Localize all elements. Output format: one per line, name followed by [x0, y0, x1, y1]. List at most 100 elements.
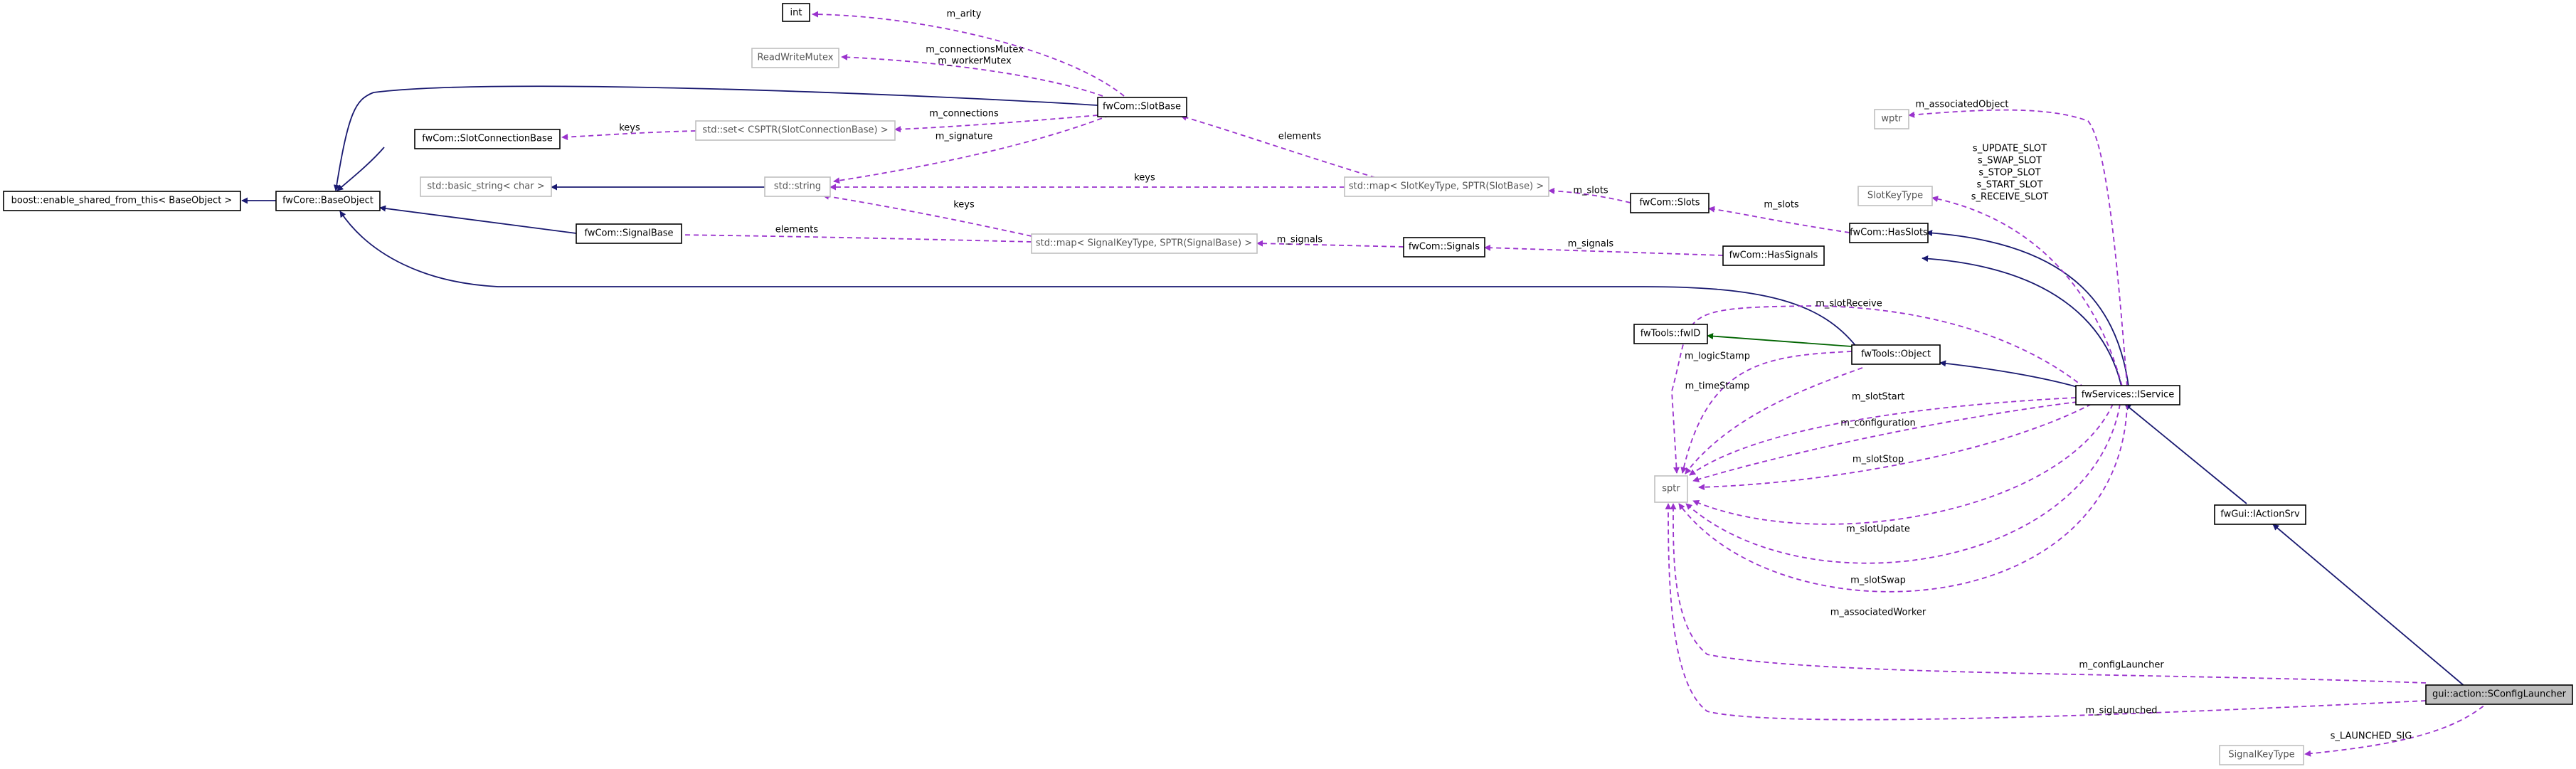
node-boost-enable-shared[interactable]: boost::enable_shared_from_this< BaseObje…: [3, 191, 241, 211]
edge-object-sptr-time: [1685, 367, 1863, 474]
label-m-slot-stop: m_slotStop: [1853, 455, 1904, 465]
label-s-swap-slot: s_SWAP_SLOT: [1978, 156, 2042, 166]
svg-text:int: int: [790, 8, 802, 18]
svg-text:fwCom::HasSignals: fwCom::HasSignals: [1729, 250, 1818, 261]
node-signal-base[interactable]: fwCom::SignalBase: [576, 223, 682, 244]
node-signals[interactable]: fwCom::Signals: [1403, 237, 1485, 258]
node-map-signal[interactable]: std::map< SignalKeyType, SPTR(SignalBase…: [1031, 233, 1258, 254]
edge-slotconnbase-to-baseobject: [336, 147, 385, 191]
node-iservice[interactable]: fwServices::IService: [2075, 385, 2180, 405]
label-m-time-stamp: m_timeStamp: [1685, 381, 1750, 392]
edge-iservice-to-hassignals: [1922, 255, 2122, 387]
edge-iservice-to-object: [1939, 360, 2078, 388]
edge-hasslots-slots: [1708, 206, 1850, 233]
edge-mapslot-slotbase: [1180, 115, 1384, 181]
label-mutex-1: m_connectionsMutex: [926, 45, 1024, 55]
label-m-sig-launched: m_sigLaunched: [2085, 706, 2157, 716]
svg-text:gui::action::SConfigLauncher: gui::action::SConfigLauncher: [2432, 689, 2567, 700]
node-signal-key-type[interactable]: SignalKeyType: [2219, 745, 2304, 765]
node-iaction-srv[interactable]: fwGui::IActionSrv: [2214, 504, 2306, 525]
svg-text:boost::enable_shared_from_this: boost::enable_shared_from_this< BaseObje…: [11, 196, 233, 206]
svg-text:fwCom::SlotBase: fwCom::SlotBase: [1103, 102, 1181, 112]
label-m-slots-2: m_slots: [1764, 200, 1799, 211]
node-std-set[interactable]: std::set< CSPTR(SlotConnectionBase) >: [695, 120, 896, 141]
edge-iservice-sptr-update: [1692, 403, 2114, 525]
edge-launcher-sptr-config: [1670, 503, 2427, 684]
label-m-connections: m_connections: [929, 109, 999, 120]
label-m-signals-1: m_signals: [1277, 235, 1323, 245]
node-std-string[interactable]: std::string: [764, 176, 831, 197]
svg-text:fwGui::IActionSrv: fwGui::IActionSrv: [2220, 509, 2300, 520]
svg-text:fwServices::IService: fwServices::IService: [2082, 390, 2174, 401]
edge-object-sptr-logic: [1680, 351, 1853, 474]
label-s-launched-sig: s_LAUNCHED_SIG: [2331, 731, 2412, 742]
node-slots[interactable]: fwCom::Slots: [1630, 193, 1710, 213]
edge-mapsignal-signalbase: [675, 231, 1032, 243]
label-m-slot-swap: m_slotSwap: [1850, 576, 1906, 586]
label-m-arity: m_arity: [947, 9, 982, 20]
edge-set-usage: [894, 115, 1098, 133]
svg-text:ReadWriteMutex: ReadWriteMutex: [757, 53, 833, 63]
node-sconfig-launcher[interactable]: gui::action::SConfigLauncher: [2425, 684, 2573, 705]
label-elements-slot: elements: [1278, 132, 1322, 142]
label-m-config-launcher: m_configLauncher: [2079, 660, 2164, 671]
svg-text:fwTools::Object: fwTools::Object: [1861, 349, 1931, 360]
edge-int-usage: [812, 11, 1125, 97]
svg-text:std::map< SignalKeyType, SPTR(: std::map< SignalKeyType, SPTR(SignalBase…: [1036, 238, 1252, 249]
edge-iservice-sptr-worker: [1678, 403, 2128, 593]
label-m-slot-update: m_slotUpdate: [1846, 524, 1910, 535]
node-slot-base[interactable]: fwCom::SlotBase: [1097, 97, 1187, 117]
svg-text:fwCore::BaseObject: fwCore::BaseObject: [282, 196, 373, 206]
svg-text:SignalKeyType: SignalKeyType: [2228, 750, 2294, 760]
node-object[interactable]: fwTools::Object: [1851, 344, 1941, 365]
svg-text:fwTools::fwID: fwTools::fwID: [1641, 329, 1701, 339]
svg-text:sptr: sptr: [1662, 484, 1680, 494]
edge-iservice-sptr-config: [1692, 401, 2078, 482]
label-m-signals-2: m_signals: [1568, 239, 1614, 250]
node-basic-string[interactable]: std::basic_string< char >: [420, 176, 552, 197]
svg-text:fwCom::Signals: fwCom::Signals: [1409, 242, 1480, 253]
label-m-logic-stamp: m_logicStamp: [1685, 351, 1750, 362]
svg-text:SlotKeyType: SlotKeyType: [1867, 191, 1923, 201]
edge-iservice-wptr: [1908, 109, 2128, 387]
label-m-associated-worker: m_associatedWorker: [1830, 608, 1926, 618]
edge-signalbase-to-baseobject: [379, 205, 577, 234]
label-m-slot-start: m_slotStart: [1852, 392, 1904, 403]
edge-mapsignal-string: [822, 193, 1032, 237]
svg-text:std::string: std::string: [774, 181, 821, 192]
edge-iservice-slotkeytype: [1931, 196, 2123, 387]
edge-labels: m_arity m_connectionsMutex m_workerMutex…: [619, 9, 2412, 742]
svg-text:fwCom::HasSlots: fwCom::HasSlots: [1850, 228, 1928, 238]
edge-iservice-sptr-swap: [1685, 403, 2121, 564]
node-slot-connection-base[interactable]: fwCom::SlotConnectionBase: [414, 129, 561, 149]
label-s-update-slot: s_UPDATE_SLOT: [1973, 144, 2047, 154]
nodes: int ReadWriteMutex std::set< CSPTR(SlotC…: [3, 3, 2573, 765]
node-fwid[interactable]: fwTools::fwID: [1633, 324, 1708, 344]
label-m-slots-1: m_slots: [1573, 186, 1608, 196]
edge-iservice-to-hasslots: [1926, 230, 2129, 387]
edge-sconfiglauncher-to-iactionsrv: [2272, 524, 2466, 687]
edge-launcher-sptr-sig: [1665, 503, 2427, 721]
svg-text:wptr: wptr: [1881, 114, 1902, 124]
svg-text:std::set< CSPTR(SlotConnection: std::set< CSPTR(SlotConnectionBase) >: [702, 125, 888, 136]
node-map-slot[interactable]: std::map< SlotKeyType, SPTR(SlotBase) >: [1344, 176, 1549, 197]
svg-text:fwCom::Slots: fwCom::Slots: [1639, 198, 1700, 208]
label-s-receive-slot: s_RECEIVE_SLOT: [1971, 192, 2049, 203]
node-has-slots[interactable]: fwCom::HasSlots: [1849, 223, 1929, 243]
edge-slots-mapslot: [1548, 187, 1631, 203]
edge-object-to-baseobject: [339, 211, 1857, 348]
label-elements-signal: elements: [775, 225, 819, 235]
node-int[interactable]: int: [782, 3, 810, 22]
edge-slotbase-to-baseobject: [333, 85, 1098, 191]
edge-signals-mapsignal: [1256, 240, 1404, 248]
edge-object-to-fwid: [1707, 333, 1853, 347]
node-wptr[interactable]: wptr: [1874, 109, 1909, 129]
edge-slotbase-string: [833, 115, 1111, 184]
node-sptr[interactable]: sptr: [1654, 475, 1688, 503]
node-has-signals[interactable]: fwCom::HasSignals: [1722, 245, 1825, 266]
node-slot-key-type[interactable]: SlotKeyType: [1857, 186, 1933, 206]
node-readwritemutex[interactable]: ReadWriteMutex: [751, 48, 839, 68]
node-base-object[interactable]: fwCore::BaseObject: [275, 191, 381, 211]
svg-text:fwCom::SlotConnectionBase: fwCom::SlotConnectionBase: [422, 134, 553, 144]
